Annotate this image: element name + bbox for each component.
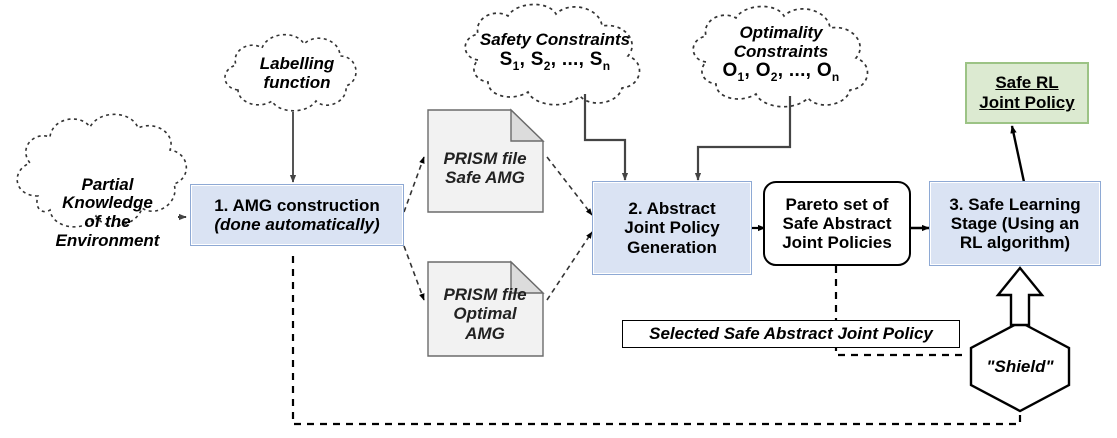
cloud-label-partial-knowledge: Partial Knowledge of the Environment	[30, 157, 185, 269]
arrow-amg-to-safe-file	[403, 156, 425, 213]
file-label-prism-safe-amg: PRISM file Safe AMG	[430, 140, 540, 196]
file-line: Optimal	[453, 304, 517, 324]
process-line: 3. Safe Learning	[949, 194, 1081, 214]
pareto-set-node[interactable]: Pareto set of Safe Abstract Joint Polici…	[763, 181, 911, 266]
dashed-pareto-to-shield	[834, 266, 966, 357]
process-line: Stage (Using an	[950, 213, 1080, 233]
file-prism-safe-amg	[427, 108, 545, 213]
cloud-line: of the	[84, 212, 131, 231]
process-line: Joint Policy	[624, 218, 720, 238]
shield-hexagon	[969, 320, 1071, 413]
output-line: Safe RL	[995, 73, 1059, 93]
file-line: PRISM file	[443, 285, 527, 305]
selected-policy-label: Selected Safe Abstract Joint Policy	[622, 320, 960, 348]
cloud-title: Optimality Constraints	[733, 22, 829, 61]
process-line: Generation	[627, 237, 717, 257]
file-line: Safe AMG	[445, 168, 525, 187]
cloud-line: Knowledge	[62, 193, 153, 213]
process-line: ((done automatically)done automatically)	[214, 215, 380, 234]
arrow-amg-to-optimal-file	[403, 245, 425, 301]
process-line: 1. AMG construction	[214, 195, 380, 215]
cloud-title: Safety Constraints	[479, 30, 631, 50]
file-label-prism-optimal-amg: PRISM file Optimal AMG	[430, 280, 540, 348]
cloud-labelling-function	[224, 33, 357, 112]
arrow-optimality-constraints-to-stage2	[694, 96, 792, 181]
file-line: AMG	[465, 323, 505, 343]
dashed-amg-feedback-to-shield	[291, 256, 1022, 426]
cloud-safety-constraints	[464, 3, 641, 106]
file-line: PRISM file	[443, 148, 527, 168]
shield-to-stage3-block-arrow	[995, 266, 1045, 327]
output-line: Joint Policy	[979, 93, 1075, 112]
arrow-safety-constraints-to-stage2	[583, 94, 629, 181]
cloud-label-optimality-constraints: Optimality Constraints O1, O2, ..., On	[696, 22, 866, 84]
process-safe-learning-stage[interactable]: 3. Safe Learning Stage (Using an RL algo…	[929, 181, 1101, 266]
cloud-optimality-constraints	[692, 5, 869, 108]
cloud-partial-knowledge	[16, 113, 188, 228]
cloud-line: Environment	[55, 230, 160, 250]
cloud-line: function	[263, 73, 331, 92]
process-line: 2. Abstract	[628, 199, 716, 219]
cloud-line: Labelling	[259, 54, 335, 74]
pareto-line: Pareto set of	[785, 194, 889, 214]
process-amg-construction[interactable]: 1. AMG construction ((done automatically…	[190, 184, 404, 246]
cloud-symbols: O1, O2, ..., On	[722, 60, 840, 84]
cloud-line: Partial	[81, 174, 134, 194]
cloud-label-labelling-function: Labelling function	[232, 48, 362, 100]
pareto-line: Joint Policies	[782, 233, 892, 253]
process-line: RL algorithm)	[959, 233, 1071, 253]
cloud-label-safety-constraints: Safety Constraints S1, S2, ..., Sn	[472, 24, 638, 80]
shield-label[interactable]: "Shield"	[986, 356, 1054, 376]
cloud-symbols: S1, S2, ..., Sn	[499, 48, 611, 73]
file-prism-optimal-amg	[427, 260, 545, 357]
process-abstract-joint-policy-generation[interactable]: 2. Abstract Joint Policy Generation	[592, 181, 752, 275]
arrow-safe-file-to-stage2	[546, 156, 593, 216]
output-safe-rl-joint-policy[interactable]: Safe RL Joint Policy	[965, 62, 1089, 124]
pareto-line: Safe Abstract	[782, 213, 892, 233]
arrow-optimal-file-to-stage2	[546, 231, 593, 301]
